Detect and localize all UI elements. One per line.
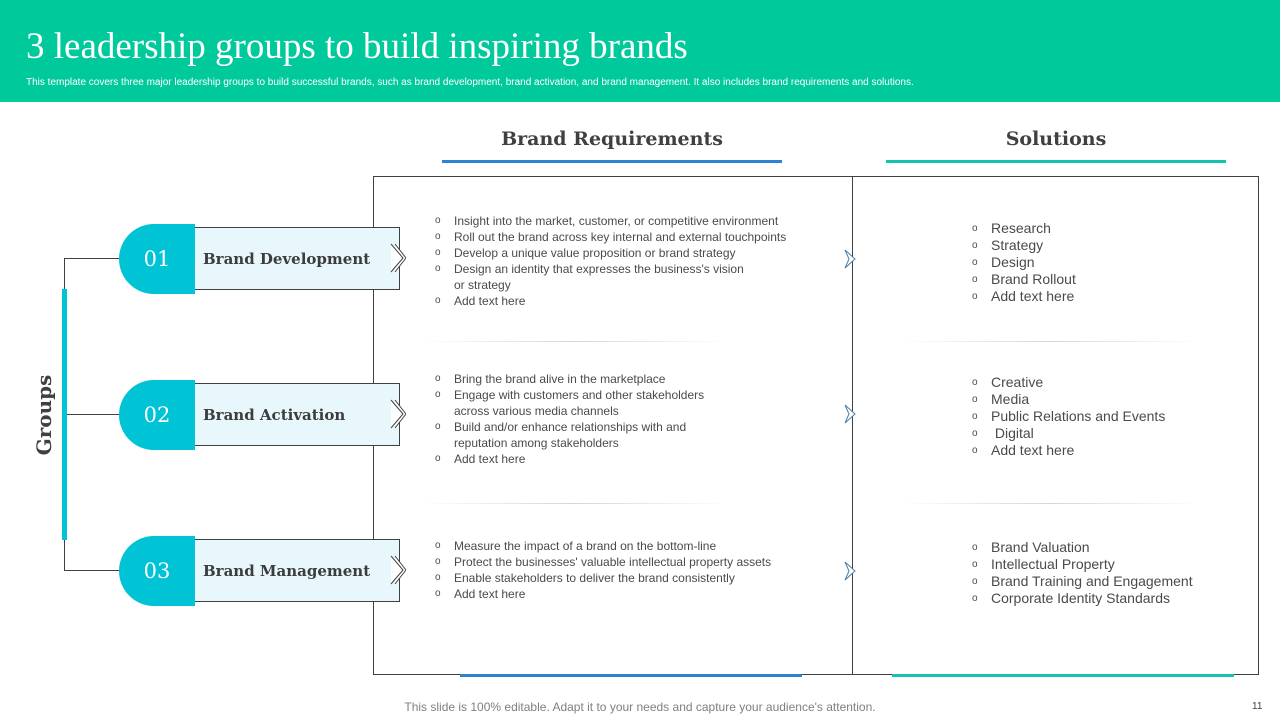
list-item: Add text here (972, 288, 1242, 305)
list-item: Insight into the market, customer, or co… (435, 213, 830, 229)
list-item: Roll out the brand across key internal a… (435, 229, 830, 245)
group-name: Brand Development (203, 249, 371, 268)
solutions-underline (886, 160, 1226, 163)
requirements-underline (442, 160, 782, 163)
requirements-list: Insight into the market, customer, or co… (435, 213, 830, 309)
list-item: Brand Valuation (972, 539, 1242, 556)
list-item: Enable stakeholders to deliver the brand… (435, 570, 830, 586)
requirements-list: Measure the impact of a brand on the bot… (435, 538, 830, 602)
list-item: Add text here (972, 442, 1242, 459)
solutions-list: Brand Valuation Intellectual Property Br… (972, 539, 1242, 607)
list-item: Digital (972, 425, 1242, 442)
list-item: Measure the impact of a brand on the bot… (435, 538, 830, 554)
group-number-badge: 02 (119, 380, 195, 450)
list-item: Develop a unique value proposition or br… (435, 245, 830, 261)
page-title: 3 leadership groups to build inspiring b… (26, 26, 688, 67)
list-item: Media (972, 391, 1242, 408)
list-item: Add text here (435, 451, 735, 467)
group-tab-brand-activation: Brand Activation (194, 383, 400, 446)
column-divider (852, 176, 853, 675)
requirements-bottom-accent (460, 674, 802, 677)
list-item: Add text here (435, 586, 830, 602)
group-tab-brand-development: Brand Development (194, 227, 400, 290)
list-item: Creative (972, 374, 1242, 391)
page-number: 11 (1252, 701, 1263, 712)
group-tab-brand-management: Brand Management (194, 539, 400, 602)
chevron-right-icon (844, 561, 856, 581)
list-item: Corporate Identity Standards (972, 590, 1242, 607)
solutions-list: Creative Media Public Relations and Even… (972, 374, 1242, 459)
list-item: Bring the brand alive in the marketplace (435, 371, 735, 387)
groups-accent-bar (62, 289, 67, 540)
row-separator (420, 503, 730, 504)
list-item: Design (972, 254, 1242, 271)
list-item: Engage with customers and other stakehol… (435, 387, 735, 419)
list-item: Protect the businesses' valuable intelle… (435, 554, 830, 570)
group-number-badge: 03 (119, 536, 195, 606)
chevron-right-icon (390, 243, 406, 273)
list-item: Research (972, 220, 1242, 237)
group-name: Brand Management (203, 561, 371, 580)
groups-label: Groups (32, 374, 56, 456)
requirements-heading: Brand Requirements (501, 128, 723, 150)
list-item: Build and/or enhance relationships with … (435, 419, 735, 451)
list-item: Design an identity that expresses the bu… (435, 261, 754, 293)
solutions-heading: Solutions (1005, 128, 1107, 150)
header-banner: 3 leadership groups to build inspiring b… (0, 0, 1280, 102)
list-item: Brand Rollout (972, 271, 1242, 288)
chevron-right-icon (390, 399, 406, 429)
group-name: Brand Activation (203, 405, 346, 424)
bracket-tick (64, 414, 124, 415)
row-separator (900, 341, 1200, 342)
row-separator (900, 503, 1200, 504)
list-item: Intellectual Property (972, 556, 1242, 573)
chevron-right-icon (844, 249, 856, 269)
chevron-right-icon (390, 555, 406, 585)
footer-note: This slide is 100% editable. Adapt it to… (404, 700, 876, 714)
requirements-list: Bring the brand alive in the marketplace… (435, 371, 735, 467)
list-item: Strategy (972, 237, 1242, 254)
list-item: Public Relations and Events (972, 408, 1242, 425)
list-item: Add text here (435, 293, 830, 309)
list-item: Brand Training and Engagement (972, 573, 1242, 590)
group-number-badge: 01 (119, 224, 195, 294)
solutions-list: Research Strategy Design Brand Rollout A… (972, 220, 1242, 305)
bracket-tick (64, 570, 124, 571)
solutions-bottom-accent (892, 674, 1234, 677)
bracket-tick (64, 258, 124, 259)
row-separator (420, 341, 730, 342)
chevron-right-icon (844, 404, 856, 424)
page-subtitle: This template covers three major leaders… (26, 77, 914, 88)
